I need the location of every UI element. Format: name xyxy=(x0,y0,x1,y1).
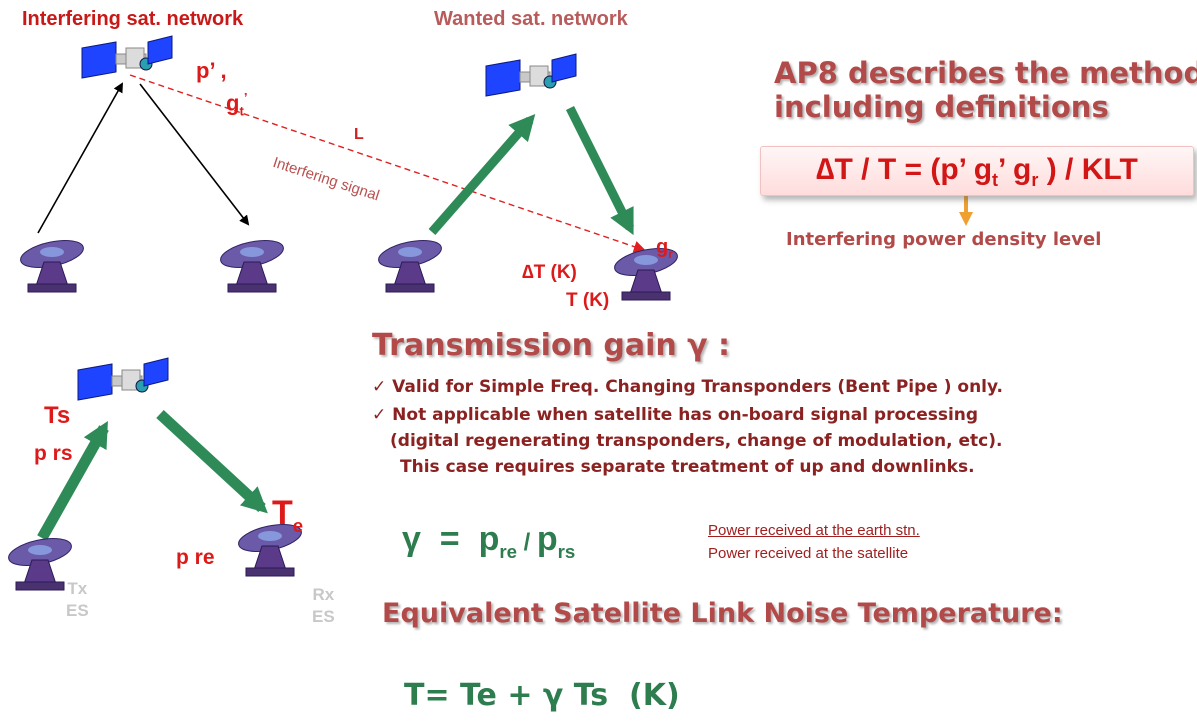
tx-es-label: Tx ES xyxy=(66,579,89,620)
gamma-equation: γ = pre / prs xyxy=(402,520,576,562)
interfering-network-label: Interfering sat. network xyxy=(22,8,244,30)
gamma-denominator: Power received at the satellite xyxy=(708,545,909,562)
gamma-numerator: Power received at the earth stn. xyxy=(708,522,920,539)
rx-es-label: Rx ES xyxy=(312,585,335,626)
wanted-satellite-icon xyxy=(485,53,577,97)
equivalent-noise-title: Equivalent Satellite Link Noise Temperat… xyxy=(382,598,1063,629)
rs-uplink-arrow xyxy=(37,421,109,541)
p-rs-label: p rs xyxy=(34,442,73,465)
gt-prime-label: gt’ xyxy=(226,90,248,119)
final-equation: T= Te + γ Ts (K) xyxy=(404,678,680,713)
ap8-heading: AP8 describes the method including defin… xyxy=(774,56,1197,124)
wanted-uplink-arrow xyxy=(428,113,536,235)
tx-dish-icon xyxy=(17,235,87,293)
wanted-tx-dish-icon xyxy=(375,235,445,293)
interfering-satellite-icon xyxy=(81,35,173,79)
gr-label: gr xyxy=(656,236,673,261)
bent-pipe-satellite-icon xyxy=(77,357,169,401)
tx-es-dish-icon xyxy=(5,533,75,591)
te-label: Te xyxy=(272,494,304,536)
downlink-arrow xyxy=(139,83,250,226)
L-label: L xyxy=(354,126,364,143)
t-k-label: T (K) xyxy=(566,290,610,311)
interfering-power-label: Interfering power density level xyxy=(786,229,1102,250)
wanted-network-label: Wanted sat. network xyxy=(434,8,628,30)
formula-box: ∆T / T = (p’ gt’ gr ) / KLT xyxy=(760,146,1194,196)
interfering-signal-line xyxy=(129,74,646,253)
bullet-note-1: (digital regenerating transponders, chan… xyxy=(390,431,1003,451)
bullet-note-2: This case requires separate treatment of… xyxy=(400,457,975,477)
bullet-not-applicable: ✓ Not applicable when satellite has on-b… xyxy=(372,405,979,425)
delta-t-label: ∆T (K) xyxy=(522,262,577,283)
transmission-gain-title: Transmission gain γ : xyxy=(372,328,731,363)
wanted-downlink-arrow xyxy=(565,105,635,236)
p-re-label: p re xyxy=(176,546,215,569)
delta-t-formula: ∆T / T = (p’ gt’ gr ) / KLT xyxy=(816,153,1138,190)
p-prime-label: p’ , xyxy=(196,58,227,83)
bullet-valid: ✓ Valid for Simple Freq. Changing Transp… xyxy=(372,377,1003,397)
uplink-arrow xyxy=(37,82,123,234)
rx-dish-icon xyxy=(217,235,287,293)
re-downlink-arrow xyxy=(156,409,268,514)
ts-label: Ts xyxy=(44,402,71,429)
